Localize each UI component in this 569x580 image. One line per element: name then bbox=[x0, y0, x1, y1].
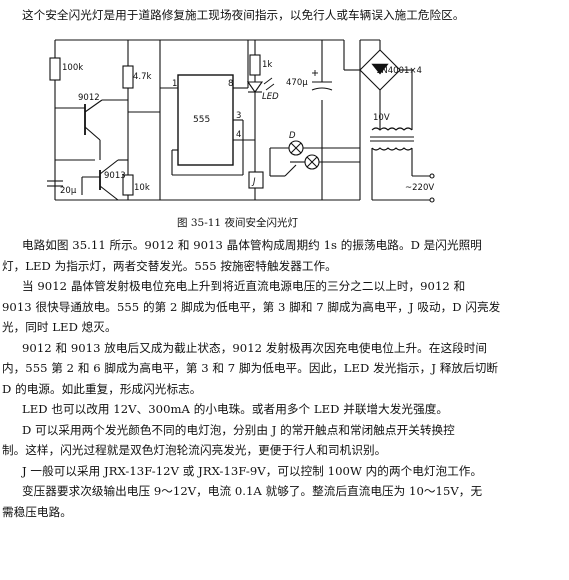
label-q2: 9013 bbox=[104, 171, 126, 181]
figure-caption: 图 35-11 夜间安全闪光灯 bbox=[177, 217, 298, 229]
circuit-diagram: 100k 9012 9013 20μ 4.7k 10k 1 8 555 3 4 … bbox=[47, 39, 435, 203]
label-r4: 1k bbox=[262, 60, 272, 70]
label-relay: J bbox=[251, 177, 256, 187]
paragraph-line: 灯，LED 为指示灯，两者交替发光。555 按施密特触发器工作。 bbox=[2, 258, 337, 273]
paragraph-line: 光，同时 LED 熄灭。 bbox=[2, 320, 117, 334]
label-mains: ~220V bbox=[405, 183, 434, 193]
label-r1: 100k bbox=[62, 63, 83, 73]
paragraph-line: 9012 和 9013 放电后又成为截止状态，9012 发射极再次因充电使电位上… bbox=[22, 340, 488, 355]
resistor-10k bbox=[122, 174, 134, 196]
paragraph-line: D 可以采用两个发光颜色不同的电灯泡，分别由 J 的常开触点和常闭触点开关转换控 bbox=[22, 422, 455, 437]
label-lamp: D bbox=[289, 131, 296, 141]
label-pin4: 4 bbox=[236, 130, 241, 140]
label-pin1: 1 bbox=[172, 79, 177, 89]
label-bridge: 1N4001×4 bbox=[376, 66, 422, 76]
label-r3: 10k bbox=[134, 183, 150, 193]
paragraph-line: 制。这样，闪光过程就是双色灯泡轮流闪亮发光，更便于行人和司机识别。 bbox=[2, 443, 387, 457]
paragraph-line: 电路如图 35.11 所示。9012 和 9013 晶体管构成周期约 1s 的振… bbox=[22, 238, 482, 252]
label-ic: 555 bbox=[193, 115, 210, 125]
resistor-1k bbox=[249, 54, 261, 76]
paragraph-line: J 一般可以采用 JRX-13F-12V 或 JRX-13F-9V，可以控制 1… bbox=[22, 463, 483, 478]
relay-j bbox=[248, 171, 264, 189]
label-c2: 470μ bbox=[286, 78, 308, 88]
label-c1: 20μ bbox=[60, 186, 77, 196]
paragraph-line: LED 也可以改用 12V、300mA 的小电珠。或者用多个 LED 并联增大发… bbox=[22, 402, 449, 416]
label-r2: 4.7k bbox=[133, 72, 152, 82]
led-symbol bbox=[246, 81, 264, 93]
label-pin8: 8 bbox=[228, 79, 233, 89]
intro-text: 这个安全闪光灯是用于道路修复施工现场夜间指示，以免行人或车辆误入施工危险区。 bbox=[22, 8, 465, 22]
paragraph-line: 内，555 第 2 和 6 脚成为高电平，第 3 和 7 脚为低电平。因此，LE… bbox=[2, 361, 498, 375]
label-10v: 10V bbox=[373, 113, 390, 123]
label-q1: 9012 bbox=[78, 93, 100, 103]
paragraph-line: 变压器要求次级输出电压 9～12V，电流 0.1A 就够了。整流后直流电压为 1… bbox=[22, 484, 483, 498]
resistor-100k bbox=[49, 57, 61, 81]
transformer-primary bbox=[371, 147, 413, 151]
label-pin3: 3 bbox=[236, 111, 241, 121]
paragraph-line: 当 9012 晶体管发射极电位充电上升到将近直流电源电压的三分之二以上时，901… bbox=[22, 279, 466, 293]
paragraph-line: 9013 很快导通放电。555 的第 2 脚成为低电平，第 3 脚和 7 脚成为… bbox=[2, 299, 501, 314]
paragraph-line: 需稳压电路。 bbox=[2, 504, 72, 519]
resistor-4-7k bbox=[122, 65, 134, 89]
label-led: LED bbox=[262, 92, 279, 102]
transformer-secondary bbox=[371, 127, 413, 131]
paragraph-line: D 的电源。如此重复，形成闪光标志。 bbox=[2, 381, 202, 396]
